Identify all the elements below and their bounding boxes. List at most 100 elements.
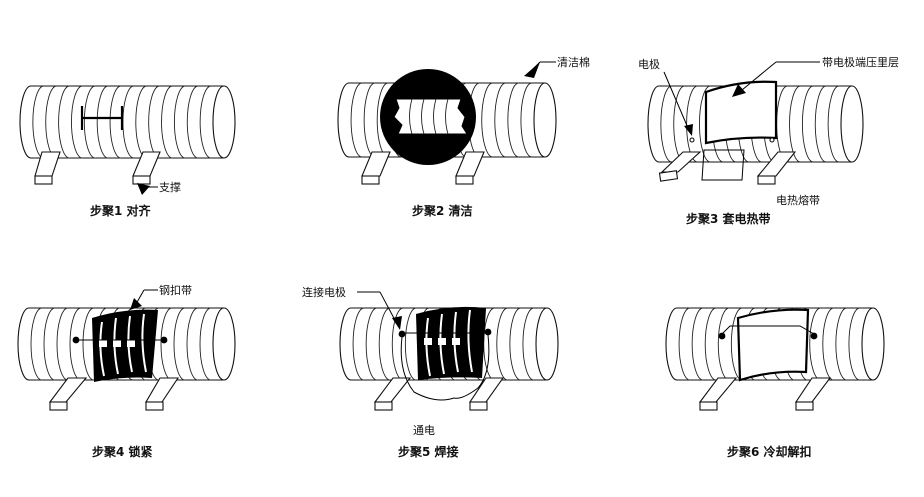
pipe-rib bbox=[507, 82, 519, 158]
pipe-rib bbox=[173, 307, 186, 381]
pipe-rib bbox=[678, 307, 691, 381]
pipe-end bbox=[840, 85, 864, 163]
pipe bbox=[19, 85, 236, 159]
pipe-rib bbox=[82, 307, 95, 381]
pipe-end bbox=[212, 307, 236, 381]
pipe-rib bbox=[43, 307, 56, 381]
pipe-rib bbox=[699, 85, 711, 163]
pipe-rib bbox=[665, 307, 678, 381]
label-electrode: 电极 bbox=[638, 57, 660, 71]
pipe-rib bbox=[122, 85, 134, 159]
pipe-rib bbox=[391, 307, 404, 381]
pipe-rib bbox=[173, 85, 186, 159]
pipe-rib bbox=[161, 85, 173, 159]
pipe-rib bbox=[647, 85, 660, 163]
cooled-band bbox=[718, 308, 818, 382]
pipe-rib bbox=[835, 307, 847, 381]
pipe-rib bbox=[350, 82, 363, 158]
label-support: 支撑 bbox=[159, 180, 181, 194]
supports bbox=[658, 151, 797, 185]
pipe-rib bbox=[135, 85, 147, 159]
pipe-rib bbox=[19, 85, 32, 159]
pipe-rib bbox=[365, 307, 378, 381]
pipe-end bbox=[535, 307, 559, 381]
callout-cleaning-cotton: 清洁棉 bbox=[524, 55, 590, 78]
pipe-rib bbox=[801, 85, 814, 163]
pipe-rib bbox=[32, 85, 44, 159]
pipe-rib bbox=[704, 307, 717, 381]
pipe-rib bbox=[56, 307, 69, 381]
pipe-rib bbox=[186, 85, 199, 159]
supports bbox=[34, 151, 161, 185]
pipe-rib bbox=[337, 82, 350, 158]
pipe-rib bbox=[822, 307, 834, 381]
step-4-label: 步聚4 锁紧 bbox=[92, 444, 153, 459]
step-2-label: 步聚2 清洁 bbox=[412, 203, 473, 218]
pipe-rib bbox=[776, 85, 788, 163]
alignment-marker bbox=[80, 106, 124, 130]
pipe-rib bbox=[789, 85, 801, 163]
pipe-rib bbox=[199, 307, 212, 381]
supports bbox=[373, 377, 505, 411]
label-steel-band: 钢扣带 bbox=[159, 283, 192, 297]
panel-step-3: 电极 带电极端压里层 电热熔带 步聚3 套电热带 bbox=[638, 55, 899, 226]
step-1-label: 步聚1 对齐 bbox=[90, 203, 152, 218]
pipe-rib bbox=[199, 85, 212, 159]
pipe-rib bbox=[71, 85, 83, 159]
pipe-rib bbox=[494, 82, 506, 158]
pipe-rib bbox=[339, 307, 352, 381]
cleaning-cotton bbox=[380, 69, 476, 165]
pipe-rib bbox=[160, 307, 173, 381]
step-3-label: 步聚3 套电热带 bbox=[686, 211, 771, 226]
pipe-rib bbox=[404, 307, 417, 381]
pipe-rib bbox=[69, 307, 82, 381]
pipe-rib bbox=[30, 307, 43, 381]
panel-step-5: 连接电极 通电 步聚5 焊接 bbox=[302, 285, 559, 459]
label-power-on: 通电 bbox=[413, 424, 435, 437]
panel-step-1: 支撑 步聚1 对齐 bbox=[19, 85, 236, 218]
supports bbox=[48, 377, 180, 411]
pipe-rib bbox=[481, 82, 493, 158]
pipe-rib bbox=[827, 85, 840, 163]
label-connect-electrode: 连接电极 bbox=[302, 285, 346, 299]
pipe-rib bbox=[352, 307, 365, 381]
electric-heat-band bbox=[689, 80, 778, 181]
pipe-rib bbox=[109, 85, 122, 159]
pipe-rib bbox=[717, 307, 730, 381]
label-inner-layer: 带电极端压里层 bbox=[822, 55, 899, 69]
pipe-rib bbox=[809, 307, 821, 381]
pipe-rib bbox=[496, 307, 508, 381]
pipe-rib bbox=[520, 82, 533, 158]
callout-steel-band: 钢扣带 bbox=[130, 283, 192, 310]
pipe-rib bbox=[186, 307, 199, 381]
callout-connect-electrode: 连接电极 bbox=[302, 285, 402, 330]
callout-support: 支撑 bbox=[137, 180, 181, 195]
pipe-rib bbox=[509, 307, 521, 381]
callout-electrode: 电极 bbox=[638, 57, 693, 136]
step-5-label: 步聚5 焊接 bbox=[398, 444, 459, 459]
pipe-rib bbox=[848, 307, 860, 381]
pipe-rib bbox=[686, 85, 698, 163]
panel-step-6: 步聚6 冷却解扣 bbox=[665, 307, 885, 459]
panel-step-2: 清洁棉 步聚2 清洁 bbox=[337, 55, 590, 218]
pipe-rib bbox=[17, 307, 30, 381]
supports bbox=[361, 151, 485, 185]
pipe-rib bbox=[83, 85, 96, 159]
steel-buckle-band bbox=[72, 309, 168, 382]
step-6-label: 步聚6 冷却解扣 bbox=[727, 444, 812, 459]
pipe-rib bbox=[730, 307, 743, 381]
pipe-rib bbox=[148, 85, 160, 159]
supports bbox=[698, 377, 832, 411]
welding-band bbox=[398, 306, 492, 401]
label-heat-band: 电热熔带 bbox=[776, 193, 820, 207]
pipe-end bbox=[212, 85, 236, 159]
pipe-rib bbox=[378, 307, 391, 381]
pipe-rib bbox=[691, 307, 704, 381]
label-cleaning-cotton: 清洁棉 bbox=[557, 55, 590, 69]
pipe-rib bbox=[522, 307, 534, 381]
pipe-end bbox=[861, 307, 885, 381]
pipe bbox=[17, 307, 236, 381]
pipe-rib bbox=[814, 85, 827, 163]
pipe-rib bbox=[483, 307, 495, 381]
